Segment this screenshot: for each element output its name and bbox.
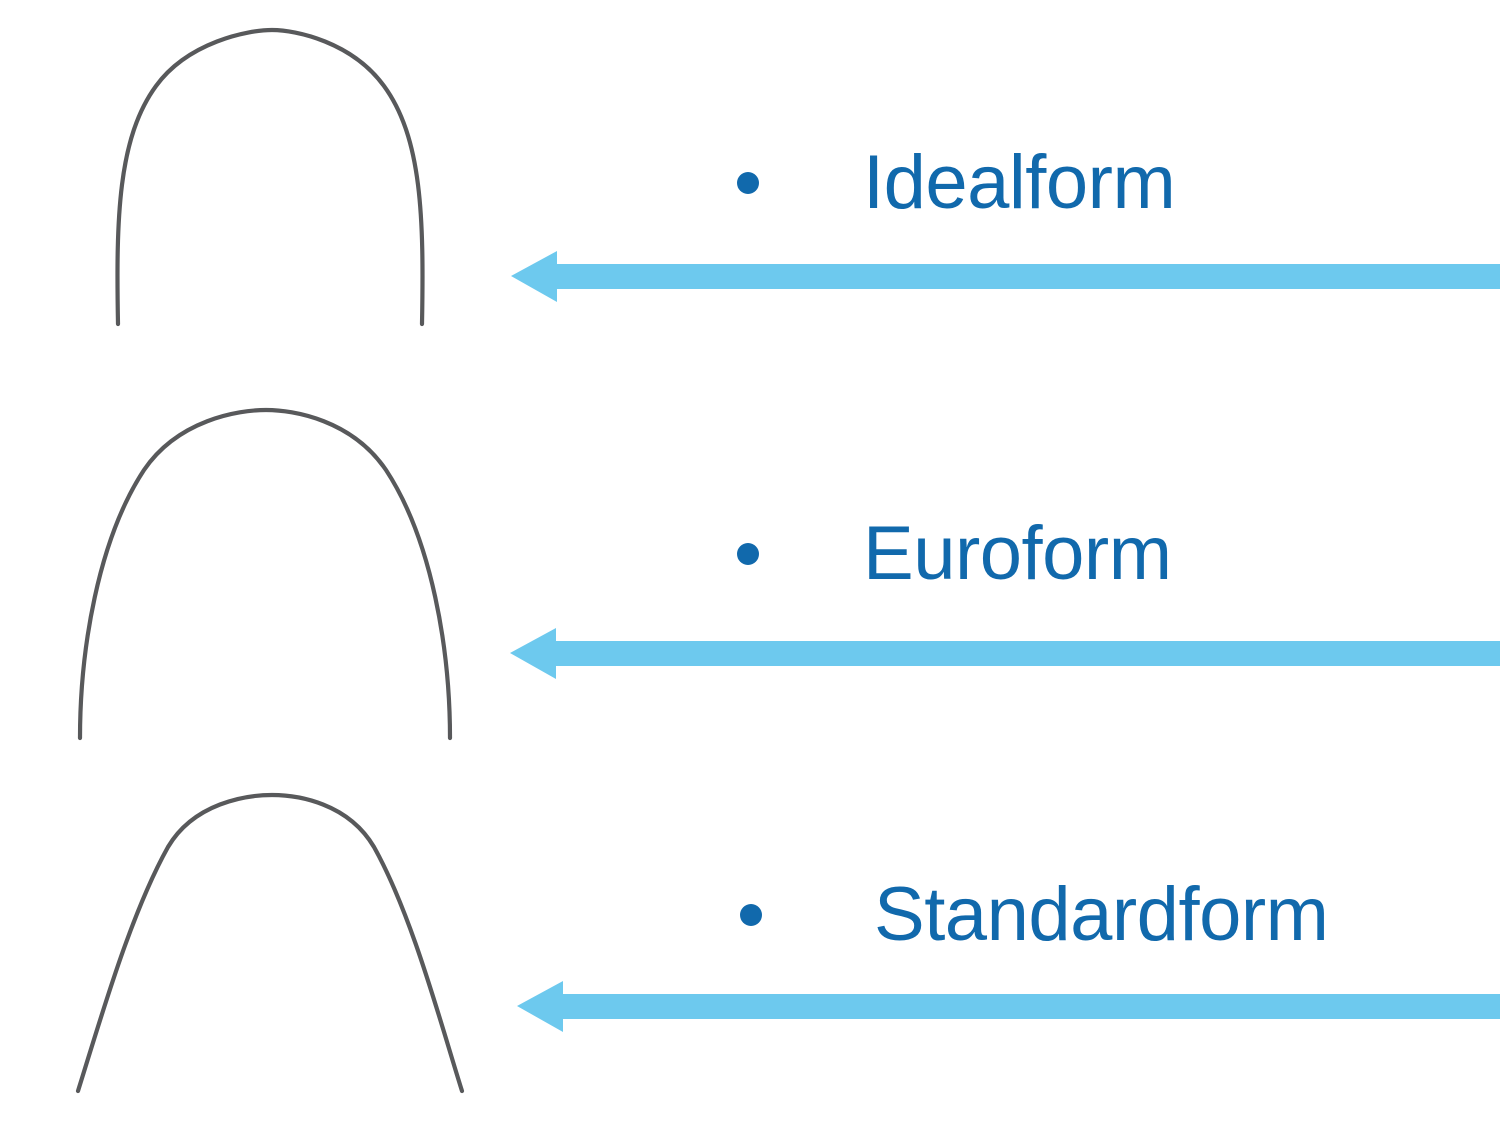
arrow-row-standardform	[517, 979, 1500, 1033]
archwire-euroform-figure	[60, 400, 480, 745]
bullet-dot-icon	[740, 904, 762, 926]
archwire-euroform-drawing	[77, 407, 453, 741]
archwire-idealform-figure	[60, 18, 480, 333]
label-standardform: Standardform	[874, 872, 1329, 957]
left-arrow-icon	[511, 251, 1500, 302]
archwire-idealform-drawing	[115, 27, 425, 327]
archwire-standardform-drawing	[75, 792, 465, 1094]
left-arrow-icon	[510, 628, 1500, 679]
left-arrow-icon	[517, 981, 1500, 1032]
label-row-idealform: Idealform	[737, 140, 1176, 225]
label-euroform: Euroform	[863, 511, 1172, 596]
bullet-dot-icon	[737, 543, 759, 565]
arrow-row-idealform	[511, 249, 1500, 303]
label-idealform: Idealform	[863, 140, 1176, 225]
label-row-standardform: Standardform	[740, 872, 1329, 957]
label-row-euroform: Euroform	[737, 516, 1172, 592]
bullet-dot-icon	[737, 172, 759, 194]
archwire-standardform-figure	[60, 785, 480, 1100]
arrow-row-euroform	[510, 626, 1500, 680]
